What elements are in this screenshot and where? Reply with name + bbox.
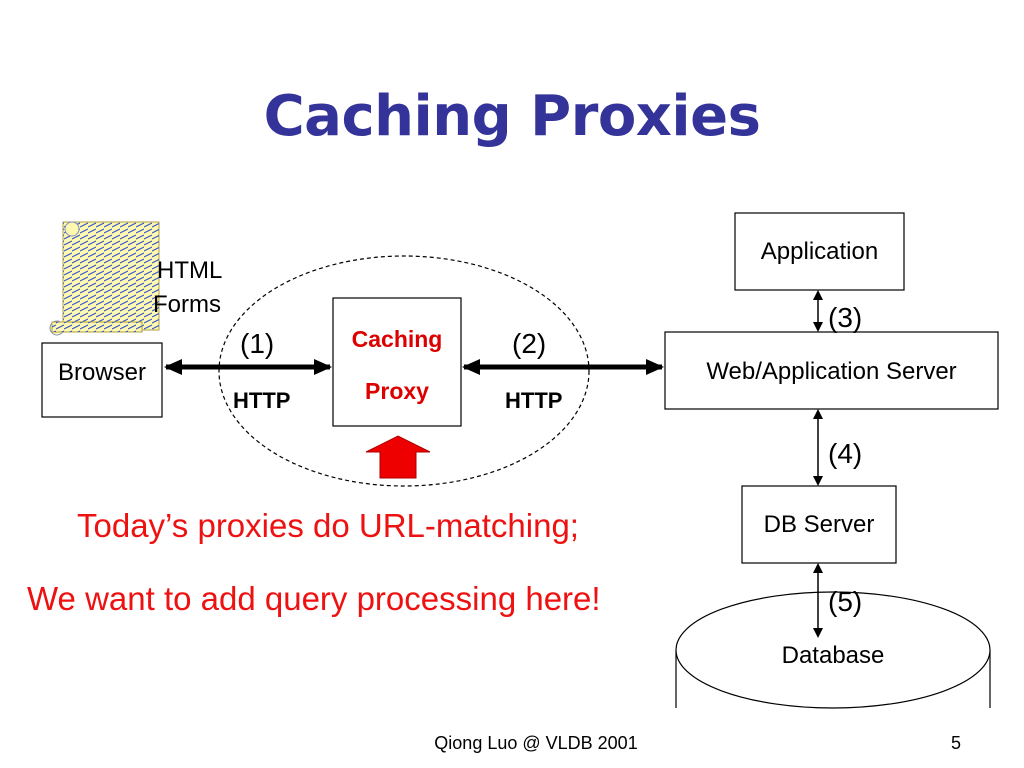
web-server-label: Web/Application Server (706, 358, 957, 385)
caching-proxy-label-line2: Proxy (365, 378, 429, 404)
database-cylinder (675, 591, 991, 709)
slide-title: Caching Proxies (263, 84, 761, 149)
page-number: 5 (951, 733, 962, 753)
html-forms-scroll-icon (49, 221, 160, 336)
html-forms-label-line1: HTML (157, 257, 223, 284)
caching-proxy-box (332, 297, 462, 427)
web-server-box (664, 331, 999, 410)
application-box (734, 212, 905, 291)
db-server-box (741, 485, 897, 564)
browser-label: Browser (57, 359, 147, 386)
step-4-label: (4) (828, 438, 863, 469)
footer-author: Qiong Luo @ VLDB 2001 (434, 733, 638, 753)
step-1-label: (1) (240, 328, 275, 359)
step-5-label: (5) (828, 586, 863, 617)
http-label-right: HTTP (505, 388, 563, 413)
database-label: Database (781, 642, 885, 669)
db-server-label: DB Server (763, 511, 875, 538)
caching-proxy-label-line1: Caching (351, 326, 443, 352)
step-2-label: (2) (512, 328, 547, 359)
note-line-2: We want to add query processing here! (27, 580, 601, 617)
application-label: Application (760, 238, 879, 265)
html-forms-label-line2: Forms (153, 291, 221, 318)
browser-box (41, 342, 163, 418)
step-3-label: (3) (828, 302, 863, 333)
red-up-arrow-icon (365, 435, 431, 479)
http-label-left: HTTP (233, 388, 291, 413)
note-line-1: Today’s proxies do URL-matching; (77, 507, 579, 544)
